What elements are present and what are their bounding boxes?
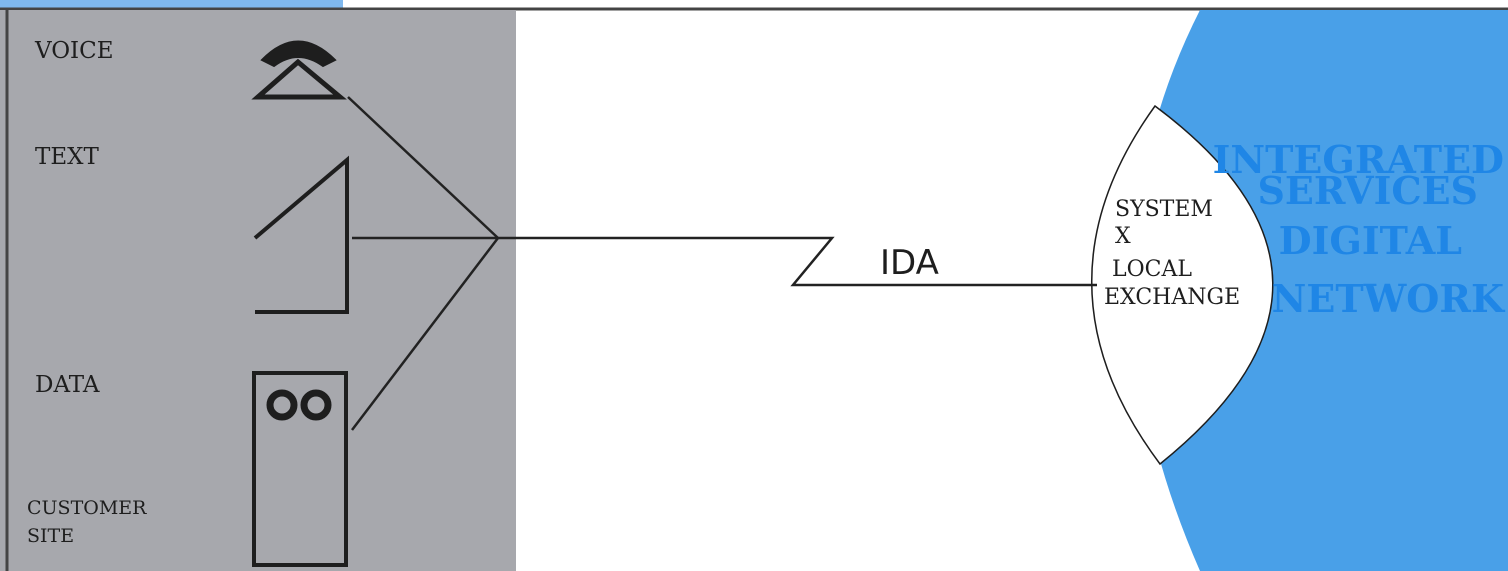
- customer-site-label-line1: CUSTOMER: [27, 497, 147, 519]
- text-label: TEXT: [35, 144, 100, 170]
- isdn-line-1: INTEGRATED: [1213, 137, 1504, 182]
- exchange-area: [1091, 104, 1274, 466]
- exchange-line-3: LOCAL: [1112, 257, 1192, 282]
- exchange-line-2: X: [1115, 224, 1131, 249]
- data-terminal-icon: [252, 371, 348, 567]
- isdn-line-4: NETWORK: [1272, 276, 1506, 321]
- top-tab: [0, 0, 343, 8]
- exchange-line-4: EXCHANGE: [1104, 285, 1240, 310]
- exchange-line-1: SYSTEM: [1115, 197, 1213, 222]
- teleprinter-icon: [253, 155, 349, 314]
- isdn-line-3: DIGITAL: [1279, 218, 1462, 263]
- telephone-icon: [251, 40, 347, 100]
- ida-label: IDA: [880, 243, 939, 283]
- network-region: [1134, 10, 1508, 571]
- voice-label: VOICE: [34, 38, 114, 64]
- customer-site-label-line2: SITE: [27, 525, 74, 547]
- customer-site-panel: [0, 10, 516, 571]
- isdn-line-2: SERVICES: [1257, 168, 1478, 213]
- data-label: DATA: [35, 372, 100, 398]
- connection-lines: [347, 96, 1097, 431]
